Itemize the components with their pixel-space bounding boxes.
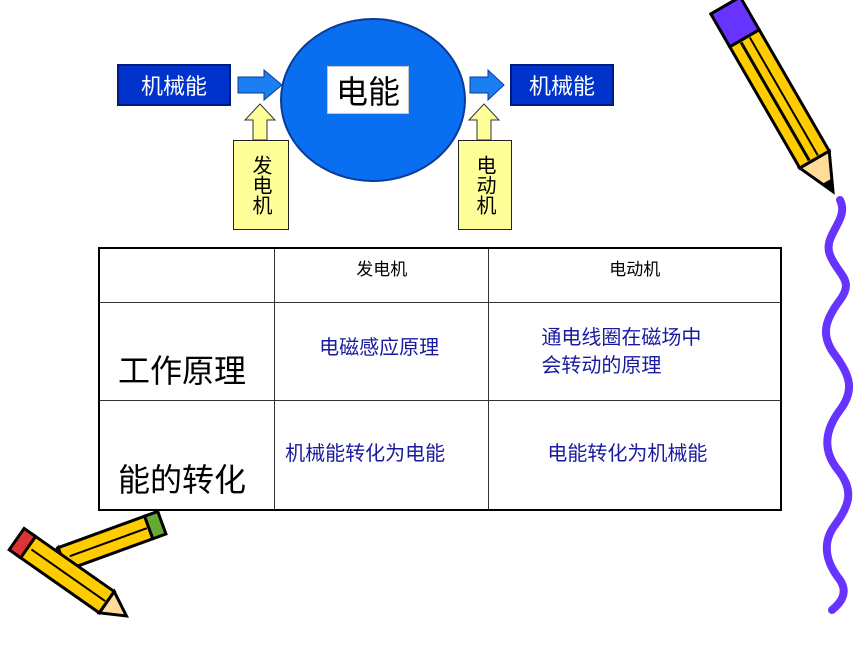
generator-principle-text: 电磁感应原理 [319,334,440,359]
table-header-motor: 电动机 [488,247,782,303]
row-label-conversion: 能的转化 [98,399,276,511]
table-header-generator: 发电机 [274,247,490,303]
table-row: 工作原理 电磁感应原理 通电线圈在磁场中 会转动的原理 [98,301,782,401]
generator-conversion-cell: 机械能转化为电能 [274,399,490,511]
squiggle-line [821,196,854,614]
motor-principle-line1: 通电线圈在磁场中 [541,324,702,349]
table-header-empty [98,247,276,303]
arrow-up-icon [243,103,277,141]
motor-principle-cell: 通电线圈在磁场中 会转动的原理 [488,301,782,401]
motor-principle-line2: 会转动的原理 [541,352,662,377]
generator-principle-cell: 电磁感应原理 [274,301,490,401]
crossed-pencils-icon [7,509,168,618]
mechanical-energy-output-box: 机械能 [510,64,614,106]
table-row: 能的转化 机械能转化为电能 电能转化为机械能 [98,399,782,511]
pencil-icon [708,0,835,195]
generator-conversion-text: 机械能转化为电能 [285,440,446,465]
row-label-principle: 工作原理 [98,301,276,401]
motor-conversion-text: 电能转化为机械能 [547,440,708,465]
motor-principle-text: 通电线圈在磁场中 会转动的原理 [541,323,701,379]
motor-label: 电动机 [473,155,497,215]
mechanical-energy-output-label: 机械能 [528,75,595,100]
mechanical-energy-input-label: 机械能 [140,75,207,100]
motor-conversion-cell: 电能转化为机械能 [488,399,782,511]
arrow-up-icon [467,103,501,141]
electric-energy-label: 电能 [327,66,409,114]
motor-label-box: 电动机 [458,140,512,230]
arrow-right-icon [237,68,283,102]
table-header-row: 发电机 电动机 [98,247,782,303]
generator-label: 发电机 [249,155,273,215]
arrow-right-icon [469,68,505,102]
mechanical-energy-input-box: 机械能 [117,64,231,106]
comparison-table: 发电机 电动机 工作原理 电磁感应原理 通电线圈在磁场中 会转动的原理 能的转化… [98,247,782,511]
generator-label-box: 发电机 [233,140,289,230]
